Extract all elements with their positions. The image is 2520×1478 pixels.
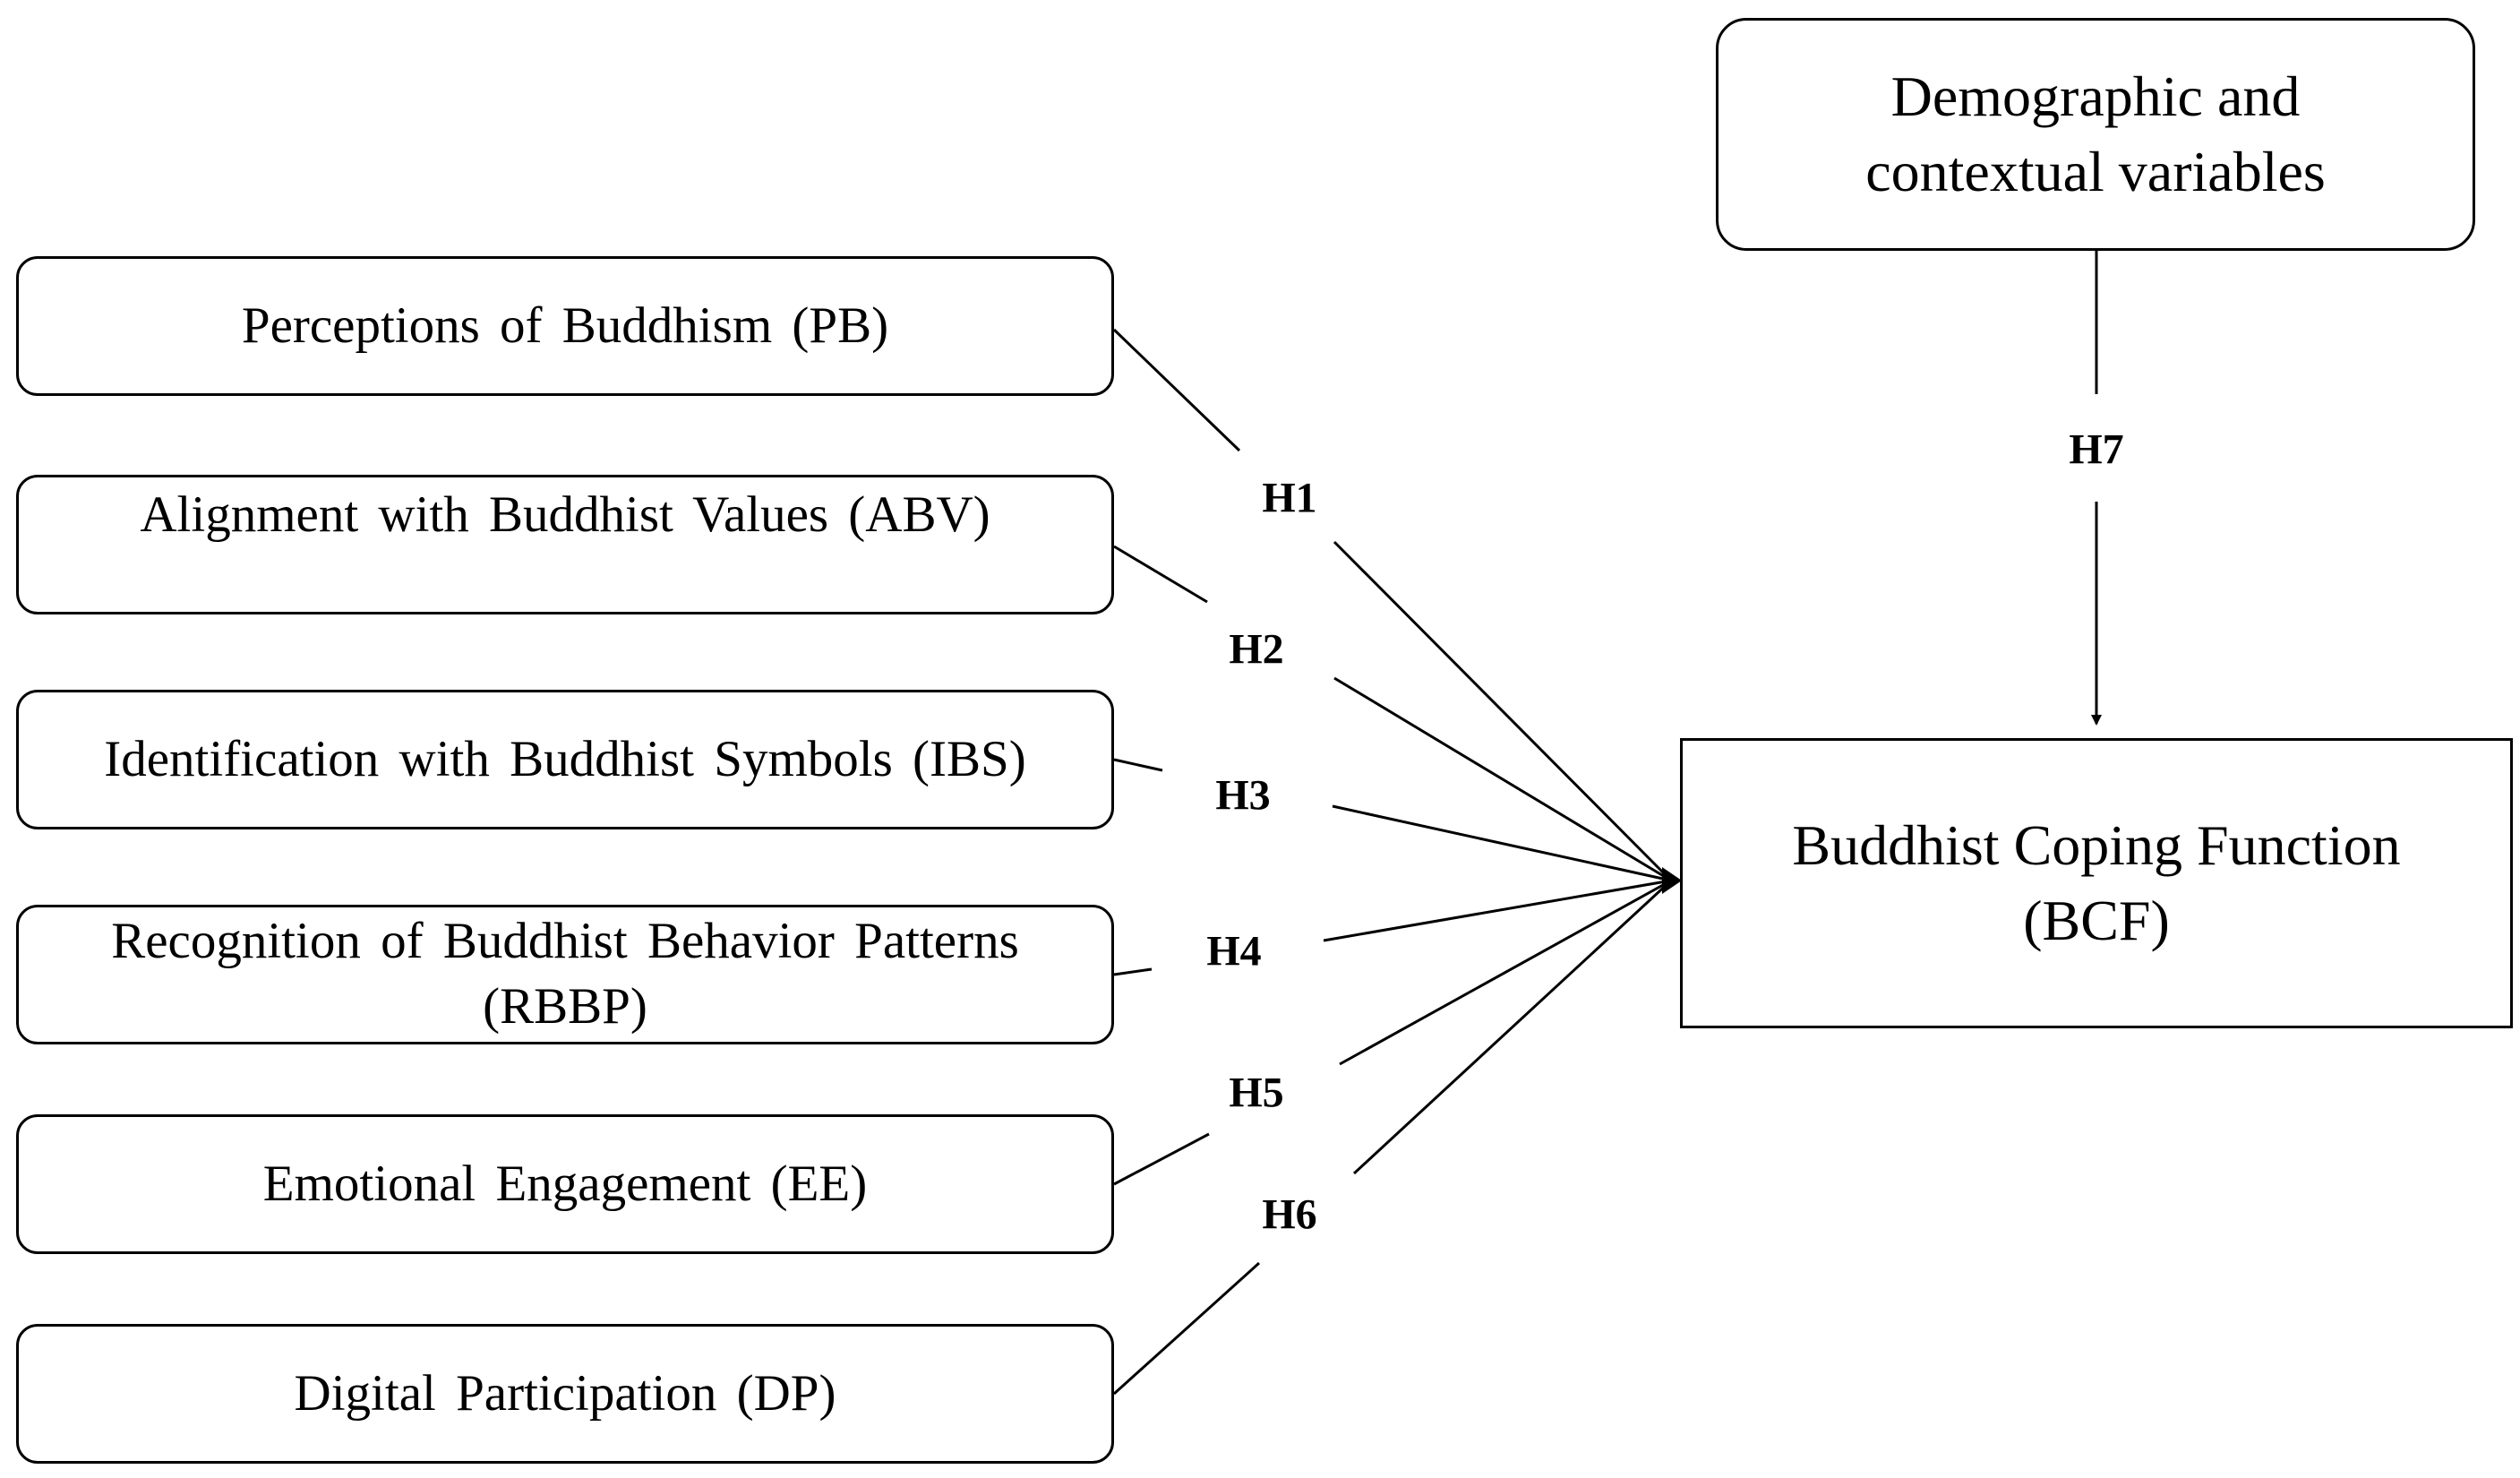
hypothesis-label-h3: H3 <box>1215 771 1271 820</box>
link-abv-segment-2 <box>1333 676 1672 882</box>
predictor-box-ee: Emotional Engagement (EE) <box>16 1114 1114 1254</box>
link-dp-segment-1 <box>1112 1261 1261 1396</box>
hypothesis-label-h7: H7 <box>2069 425 2124 474</box>
outcome-text: Buddhist Coping Function (BCF) <box>1792 808 2400 959</box>
link-rbbp-segment-2 <box>1323 879 1672 942</box>
outcome-line-2: (BCF) <box>2023 889 2170 952</box>
hypothesis-label-h1: H1 <box>1262 474 1317 522</box>
convergence-arrowhead <box>1662 867 1682 894</box>
context-variables-box: Demographic and contextual variables <box>1716 18 2475 251</box>
predictor-box-abv: Alignment with Buddhist Values (ABV) <box>16 475 1114 614</box>
predictor-label-dp: Digital Participation (DP) <box>294 1364 836 1422</box>
context-line-1: Demographic and <box>1890 64 2301 128</box>
link-ibs-segment-2 <box>1332 804 1672 882</box>
predictor-box-rbbp: Recognition of Buddhist Behavior Pattern… <box>16 905 1114 1044</box>
outcome-line-1: Buddhist Coping Function <box>1792 812 2401 877</box>
link-pb-segment-2 <box>1333 540 1673 882</box>
hypothesis-label-h2: H2 <box>1229 625 1284 674</box>
hypothesis-label-h5: H5 <box>1229 1069 1284 1117</box>
predictor-label-abv: Alignment with Buddhist Values (ABV) <box>140 486 990 543</box>
link-ibs-segment-1 <box>1113 758 1163 772</box>
context-variables-text: Demographic and contextual variables <box>1865 59 2326 211</box>
link-dp-segment-2 <box>1352 879 1673 1175</box>
predictor-box-dp: Digital Participation (DP) <box>16 1324 1114 1464</box>
link-pb-segment-1 <box>1112 328 1241 452</box>
predictor-label-ee: Emotional Engagement (EE) <box>262 1155 868 1212</box>
link-ee-segment-1 <box>1113 1132 1210 1186</box>
link-abv-segment-1 <box>1113 545 1208 604</box>
outcome-box-bcf: Buddhist Coping Function (BCF) <box>1680 738 2513 1028</box>
predictor-label-ibs: Identification with Buddhist Symbols (IB… <box>104 730 1026 787</box>
link-ee-segment-2 <box>1339 879 1672 1066</box>
predictor-box-ibs: Identification with Buddhist Symbols (IB… <box>16 690 1114 829</box>
predictor-label-rbbp: Recognition of Buddhist Behavior Pattern… <box>111 913 1019 1035</box>
link-rbbp-segment-1 <box>1113 967 1153 976</box>
predictor-label-pb: Perceptions of Buddhism (PB) <box>241 296 889 354</box>
hypothesis-label-h6: H6 <box>1262 1190 1317 1239</box>
hypothesis-label-h4: H4 <box>1206 927 1262 975</box>
context-line-2: contextual variables <box>1865 140 2326 203</box>
predictor-box-pb: Perceptions of Buddhism (PB) <box>16 256 1114 396</box>
